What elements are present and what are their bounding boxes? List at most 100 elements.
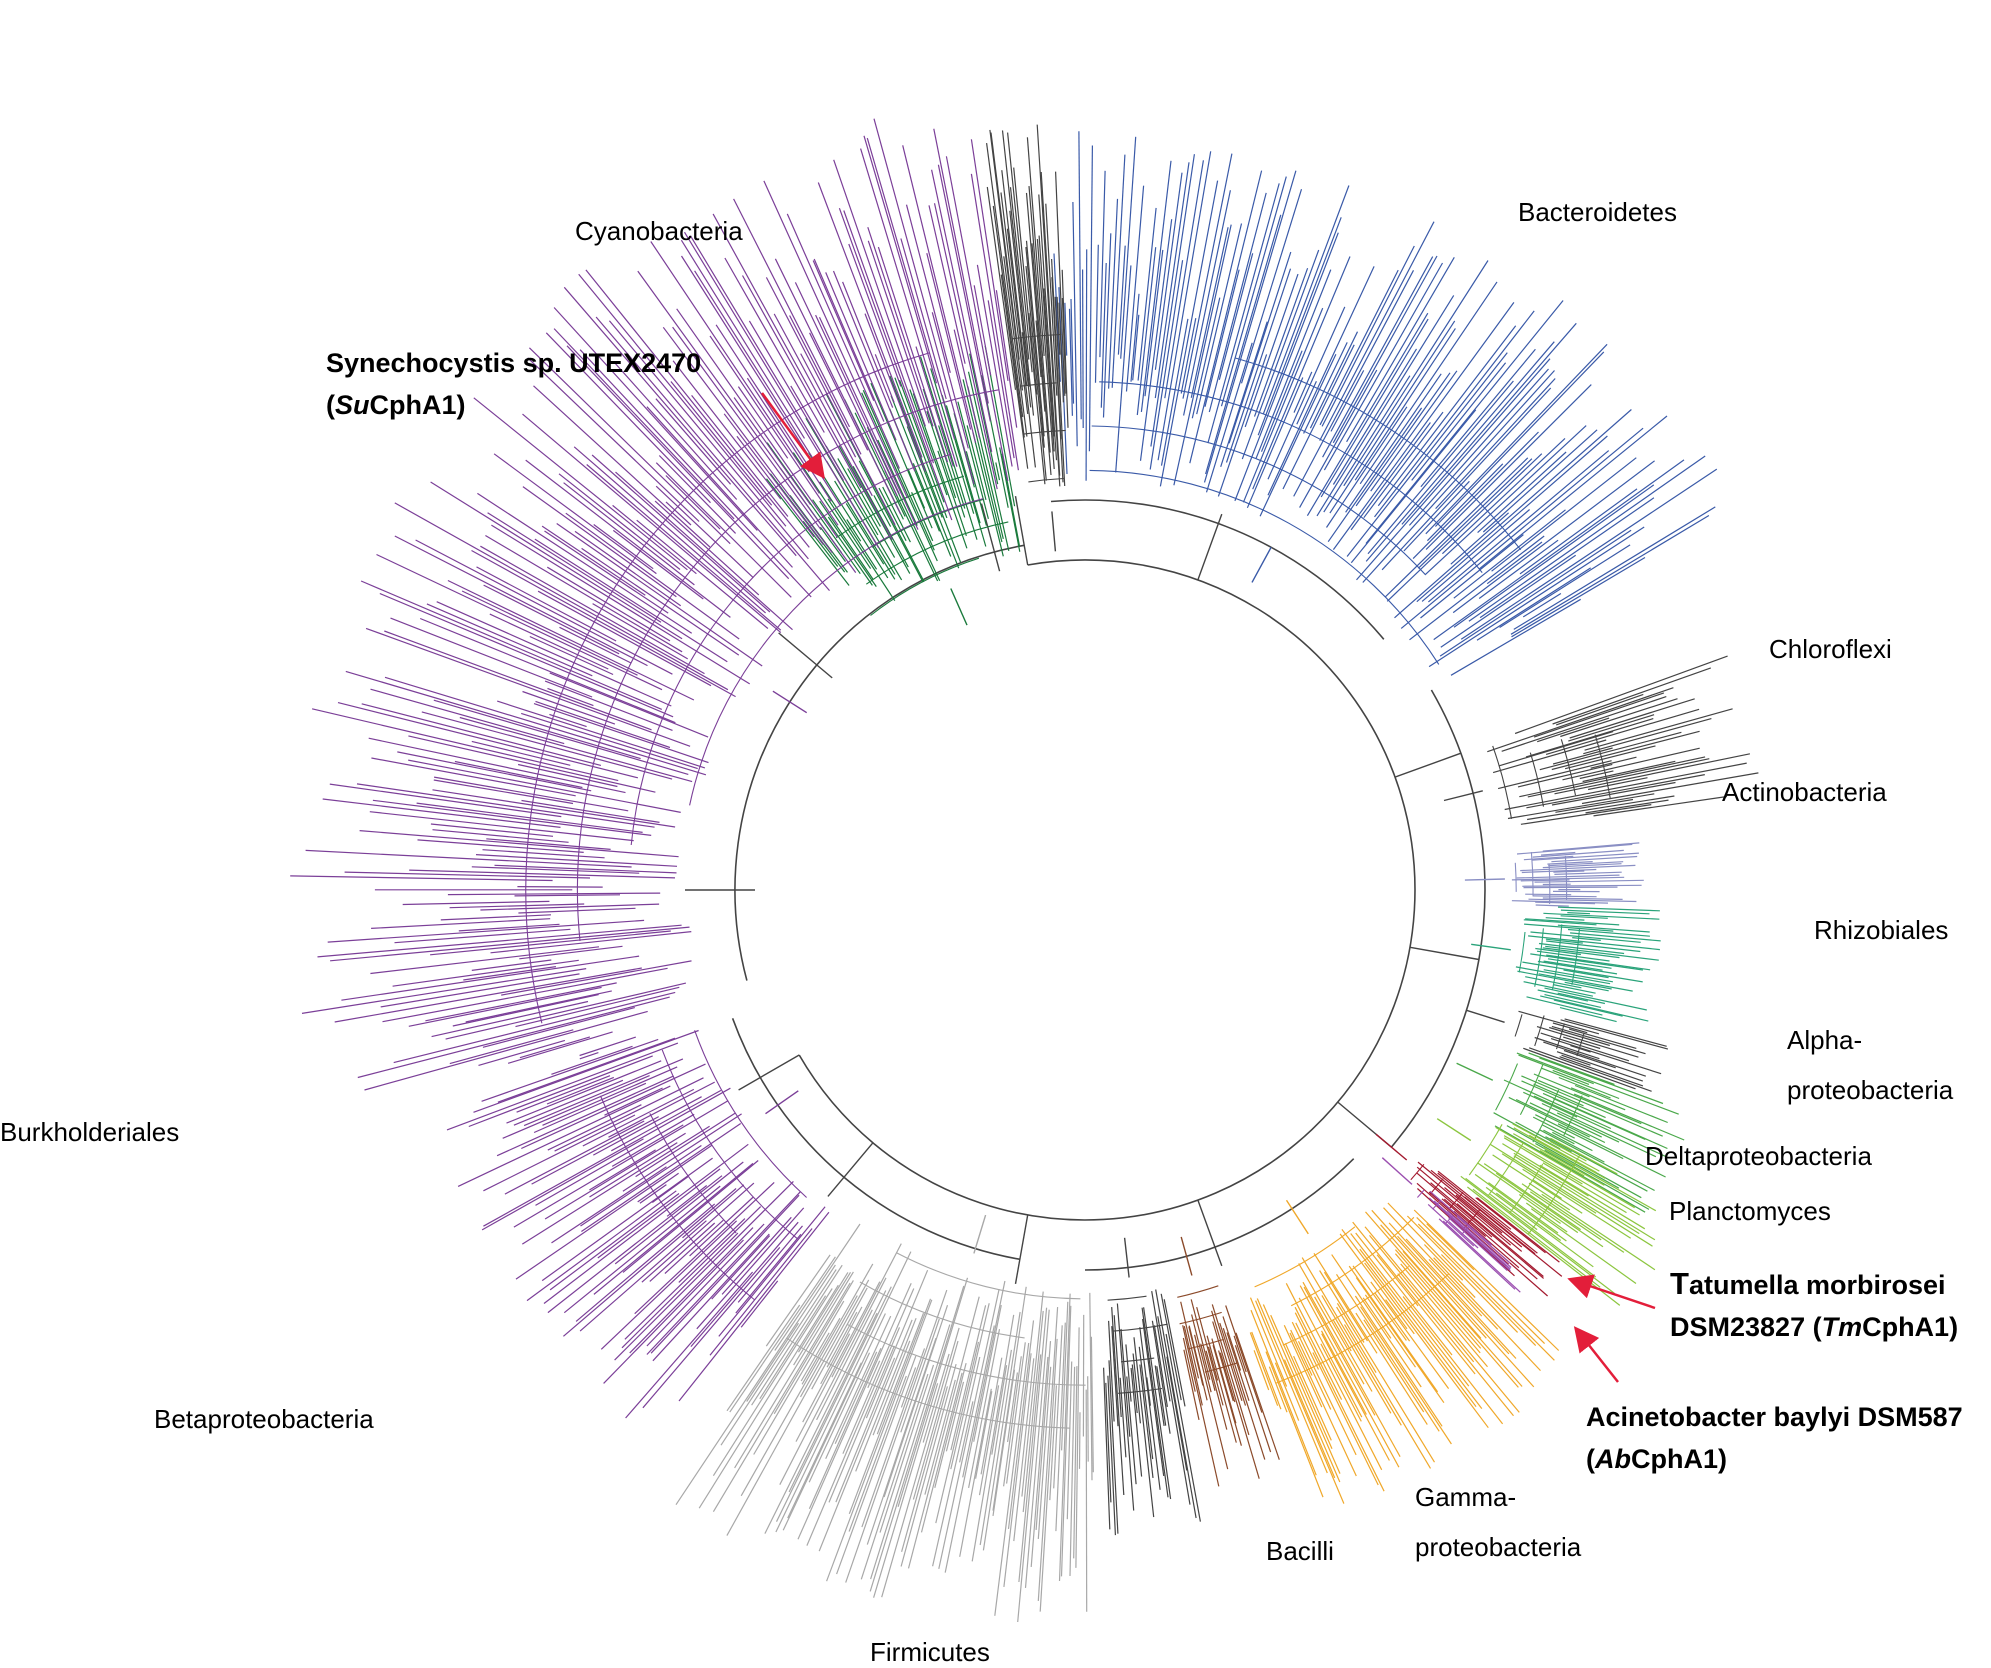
leaf-branch bbox=[1219, 253, 1252, 379]
clade-stem bbox=[1437, 1119, 1471, 1141]
leaf-branch bbox=[520, 1037, 590, 1058]
clade-stem bbox=[1444, 791, 1483, 801]
clade-arc bbox=[1496, 1064, 1518, 1111]
clade-stem bbox=[951, 589, 967, 626]
leaf-branch bbox=[643, 1247, 780, 1407]
label-bacilli: Bacilli bbox=[1266, 1536, 1334, 1567]
leaf-branch bbox=[1038, 1307, 1057, 1601]
leaf-branch bbox=[370, 947, 599, 974]
clade-arc bbox=[1519, 932, 1525, 972]
leaf-branch bbox=[826, 272, 896, 440]
clade-bacilli bbox=[1177, 1237, 1279, 1487]
tatumella-line2: DSM23827 (TmCphA1) bbox=[1670, 1306, 1958, 1348]
leaf-branch bbox=[1574, 1094, 1684, 1140]
leaf-branch bbox=[383, 968, 668, 1021]
leaf-branch bbox=[557, 524, 763, 667]
clade-arc bbox=[1177, 1286, 1218, 1298]
leaf-branch bbox=[1121, 137, 1136, 359]
leaf-branch bbox=[366, 628, 690, 746]
leaf-branch bbox=[551, 1046, 632, 1074]
backbone-branch bbox=[1198, 1200, 1222, 1266]
leaf-branch bbox=[575, 531, 681, 605]
backbone-branch bbox=[1410, 947, 1479, 959]
leaf-branch bbox=[691, 1222, 798, 1346]
leaf-branch bbox=[1079, 131, 1081, 419]
leaf-branch bbox=[1389, 1223, 1509, 1354]
leaf-branch bbox=[484, 585, 619, 654]
leaf-branch bbox=[1533, 896, 1597, 897]
arrow-tatumella bbox=[1572, 1280, 1655, 1308]
leaf-branch bbox=[1457, 1217, 1510, 1264]
leaf-branch bbox=[874, 1383, 938, 1597]
leaf-branch bbox=[1523, 1169, 1631, 1238]
backbone-branch bbox=[1016, 496, 1028, 565]
leaf-branch bbox=[1131, 294, 1139, 382]
synechocystis-line1: Synechocystis sp. UTEX2470 bbox=[326, 342, 701, 384]
leaf-branch bbox=[699, 1285, 838, 1508]
backbone-branch bbox=[739, 1055, 800, 1090]
leaf-branch bbox=[1076, 1327, 1079, 1568]
clade-arc bbox=[1515, 1014, 1522, 1036]
backbone-branch bbox=[1016, 1215, 1028, 1284]
backbone-arc bbox=[1051, 500, 1384, 639]
leaf-branch bbox=[615, 1181, 794, 1360]
label-cyanobacteria: Cyanobacteria bbox=[575, 216, 743, 247]
leaf-branch bbox=[1568, 715, 1654, 741]
leaf-branch bbox=[1591, 757, 1637, 768]
backbone-arc bbox=[733, 1018, 1020, 1259]
leaf-branch bbox=[518, 908, 635, 913]
leaf-branch bbox=[1554, 872, 1621, 874]
clade-stem bbox=[1376, 1134, 1407, 1160]
leaf-branch bbox=[1536, 905, 1569, 906]
clade-black4 bbox=[1104, 1238, 1201, 1535]
leaf-branch bbox=[1191, 227, 1228, 398]
leaf-branch bbox=[534, 704, 709, 763]
leaf-branch bbox=[1434, 1258, 1541, 1371]
leaf-branch bbox=[604, 1240, 744, 1383]
leaf-branch bbox=[403, 901, 550, 904]
clade-stem bbox=[773, 691, 807, 713]
label-rhizobiales: Rhizobiales bbox=[1814, 915, 1948, 946]
leaf-branch bbox=[394, 992, 676, 1062]
leaf-branch bbox=[522, 1126, 709, 1244]
leaf-branch bbox=[517, 887, 602, 888]
leaf-branch bbox=[1109, 199, 1118, 389]
clade-stem bbox=[1252, 547, 1271, 582]
clade-stem bbox=[1457, 1063, 1493, 1080]
backbone-arc bbox=[1391, 690, 1485, 1147]
label-betaproteobacteria: Betaproteobacteria bbox=[154, 1404, 374, 1435]
leaf-branch bbox=[330, 927, 689, 961]
clade-stem bbox=[1125, 1238, 1130, 1278]
label-gammaproteobacteria-line1: Gamma- bbox=[1415, 1472, 1581, 1522]
clade-gammaproteobacteria bbox=[1250, 1200, 1558, 1503]
clade-stem bbox=[974, 1215, 986, 1253]
label-burkholderiales: Burkholderiales bbox=[0, 1117, 179, 1148]
acinetobacter-suffix: CphA1) bbox=[1631, 1444, 1727, 1474]
leaf-branch bbox=[480, 546, 704, 673]
leaf-branch bbox=[1088, 1376, 1089, 1461]
leaf-branch bbox=[1556, 694, 1643, 725]
leaf-branch bbox=[1356, 1278, 1444, 1403]
clade-black2 bbox=[1444, 656, 1758, 824]
leaf-branch bbox=[491, 525, 749, 684]
leaf-branch bbox=[1213, 1322, 1260, 1479]
leaf-branch bbox=[1505, 763, 1747, 809]
clade-burkholderiales bbox=[290, 119, 1018, 1090]
label-planctomyces: Planctomyces bbox=[1669, 1196, 1831, 1227]
label-actinobacteria: Actinobacteria bbox=[1722, 777, 1887, 808]
leaf-branch bbox=[1086, 1390, 1087, 1612]
leaf-branch bbox=[380, 594, 673, 717]
clade-stem bbox=[1052, 511, 1056, 551]
leaf-branch bbox=[960, 1401, 973, 1462]
label-gammaproteobacteria: Gamma- proteobacteria bbox=[1415, 1472, 1581, 1572]
leaf-branch bbox=[432, 1002, 588, 1037]
leaf-branch bbox=[323, 799, 561, 827]
tatumella-line1: Tatumella morbirosei bbox=[1670, 1263, 1958, 1306]
label-gammaproteobacteria-line2: proteobacteria bbox=[1415, 1522, 1581, 1572]
acinetobacter-abbr: Ab bbox=[1595, 1444, 1631, 1474]
clade-arc bbox=[1515, 863, 1516, 892]
label-tatumella: Tatumella morbirosei DSM23827 (TmCphA1) bbox=[1670, 1263, 1958, 1348]
label-alphaproteobacteria-line1: Alpha- bbox=[1787, 1015, 1953, 1065]
leaf-branch bbox=[1480, 498, 1654, 618]
leaf-branch bbox=[377, 555, 663, 690]
